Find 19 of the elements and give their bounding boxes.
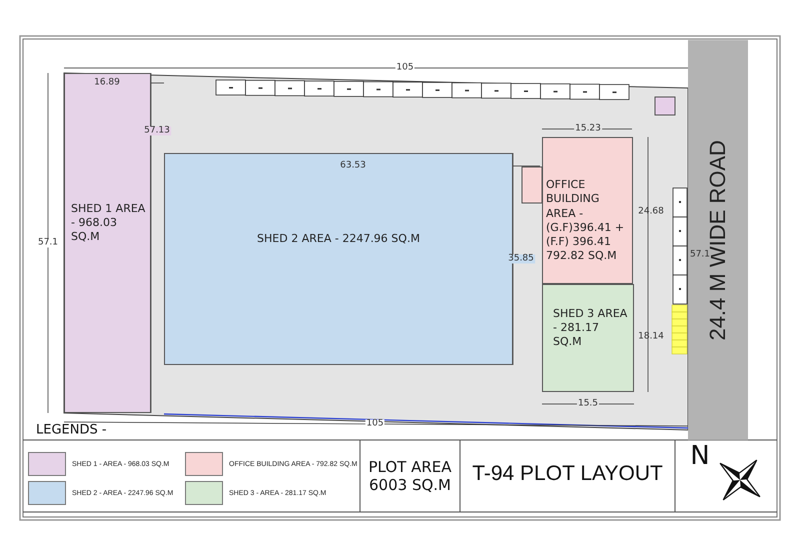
area-label: OFFICE BUILDING AREA - (G.F)396.41 + (F.F) 396.41 792.82 SQ.M [546,178,626,264]
area-label: SHED 1 AREA - 968.03 SQ.M [71,202,146,244]
diagram-title: T-94 PLOT LAYOUT [471,462,664,486]
dimension-label: 57.1 [688,250,712,260]
road [688,40,748,440]
dimension-label: 16.89 [93,78,121,88]
area-label: SHED 2 AREA - 2247.96 SQ.M [256,232,421,246]
area-label: SHED 3 AREA - 281.17 SQ.M [553,306,628,350]
shed-area [542,284,634,392]
legend-heading: LEGENDS - [35,424,108,436]
dimension-label: 15.23 [574,124,602,134]
dimension-label: 35.85 [507,254,535,264]
dimension-label: 105 [365,420,385,428]
dimension-label: 15.5 [576,400,600,408]
dimension-label: 105 [395,64,415,72]
dimension-label: 63.53 [339,162,367,170]
dimension-label: 57.13 [143,126,171,136]
dimension-label: 57.1 [36,238,60,248]
building-area [542,137,633,284]
